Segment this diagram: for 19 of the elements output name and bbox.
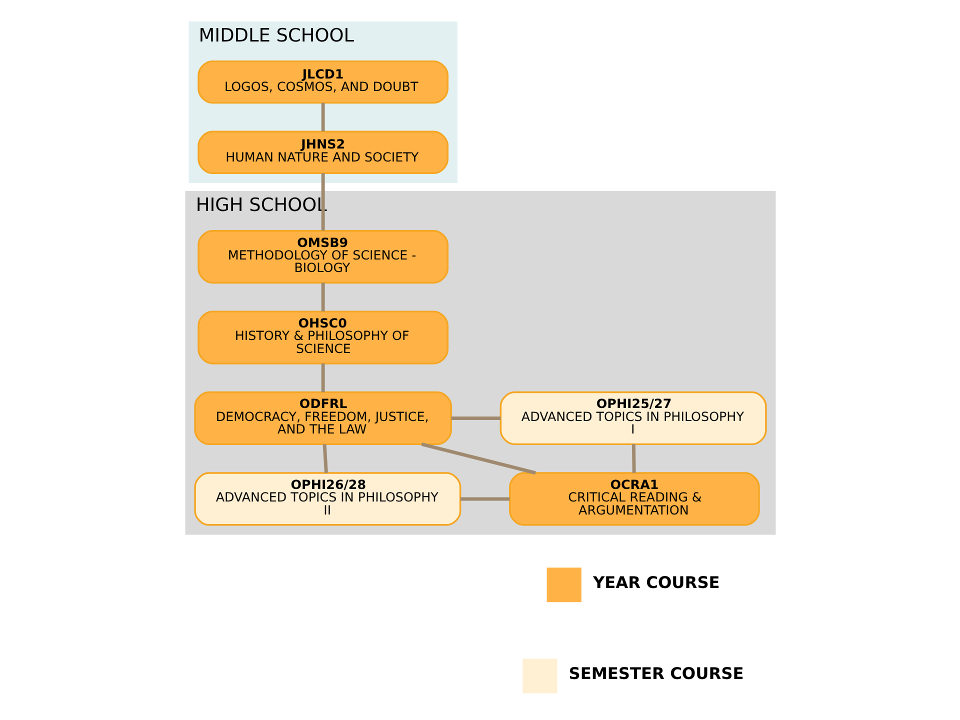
node-box: OCRA1 CRITICAL READING & ARGUMENTATION bbox=[508, 472, 760, 526]
connector bbox=[320, 102, 324, 132]
node-box: OPHI26/28 ADVANCED TOPICS IN PHILOSOPHY II bbox=[194, 472, 461, 526]
node-box: ODFRL DEMOCRACY, FREEDOM, JUSTICE, AND THE LAW bbox=[194, 391, 452, 446]
node-box: JLCD1 LOGOS, COSMOS, AND DOUBT bbox=[197, 60, 448, 104]
node-box: JHNS2 HUMAN NATURE AND SOCIETY bbox=[197, 130, 448, 174]
legend-label: YEAR COURSE bbox=[592, 573, 720, 592]
connector bbox=[320, 363, 324, 392]
connector bbox=[460, 497, 510, 501]
legend-label: SEMESTER COURSE bbox=[568, 664, 744, 684]
connector bbox=[320, 282, 324, 312]
connector bbox=[322, 444, 328, 473]
connector bbox=[631, 444, 636, 473]
node-box: OHSC0 HISTORY & PHILOSOPHY OF SCIENCE bbox=[197, 310, 448, 364]
node-box: OPHI25/27 ADVANCED TOPICS IN PHILOSOPHY I bbox=[499, 391, 766, 446]
connector bbox=[320, 173, 324, 231]
node-box: OMSB9 METHODOLOGY OF SCIENCE - BIOLOGY bbox=[197, 230, 448, 284]
connector bbox=[450, 416, 500, 420]
connector bbox=[420, 442, 536, 475]
